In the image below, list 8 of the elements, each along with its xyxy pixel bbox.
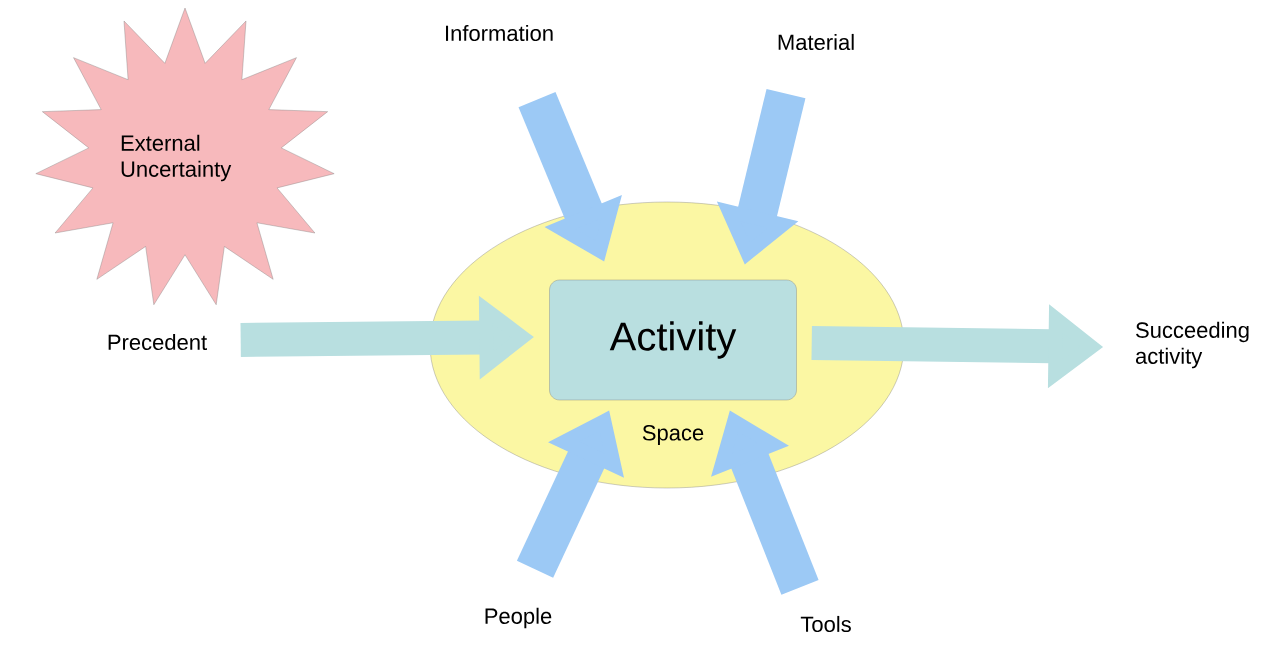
label: People bbox=[485, 607, 552, 629]
label: Precedent bbox=[108, 333, 207, 351]
starburst: External Uncertainty bbox=[35, 7, 335, 305]
label: Succeeding activity bbox=[1135, 321, 1249, 369]
label: Material bbox=[778, 33, 854, 51]
process-box: Activity bbox=[549, 279, 797, 401]
label: Information bbox=[446, 24, 553, 42]
label: Tools bbox=[800, 615, 851, 633]
